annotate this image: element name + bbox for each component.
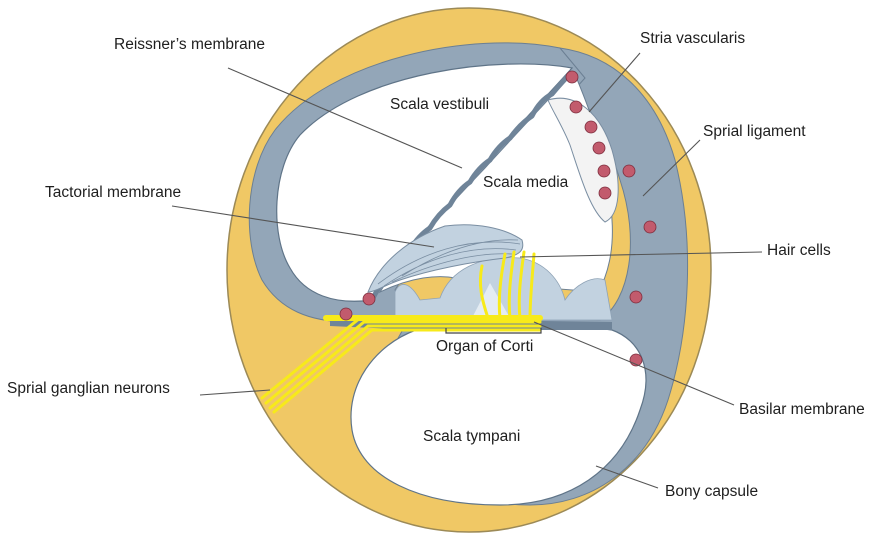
- hair-cells-label: Hair cells: [767, 242, 831, 259]
- reissners-membrane-label: Reissner’s membrane: [114, 36, 265, 53]
- vessel-dot: [598, 165, 610, 177]
- vessel-dot: [340, 308, 352, 320]
- scala-tympani-label: Scala tympani: [423, 428, 520, 445]
- spiral-ganglion-neurons-label: Sprial ganglian neurons: [7, 380, 170, 397]
- vessel-dot: [599, 187, 611, 199]
- bony-capsule-label: Bony capsule: [665, 483, 758, 500]
- spiral-ligament-label: Sprial ligament: [703, 123, 806, 140]
- vessel-dot: [566, 71, 578, 83]
- tectorial-membrane-label: Tactorial membrane: [45, 184, 181, 201]
- organ-of-corti-label: Organ of Corti: [436, 338, 533, 355]
- scala-media-label: Scala media: [483, 174, 569, 191]
- vessel-dot: [363, 293, 375, 305]
- vessel-dot: [593, 142, 605, 154]
- vessel-dot: [644, 221, 656, 233]
- basilar-membrane-label: Basilar membrane: [739, 401, 865, 418]
- scala-vestibuli-label: Scala vestibuli: [390, 96, 489, 113]
- vessel-dot: [623, 165, 635, 177]
- vessel-dot: [630, 291, 642, 303]
- vessel-dot: [585, 121, 597, 133]
- vessel-dot: [570, 101, 582, 113]
- stria-vascularis-label: Stria vascularis: [640, 30, 745, 47]
